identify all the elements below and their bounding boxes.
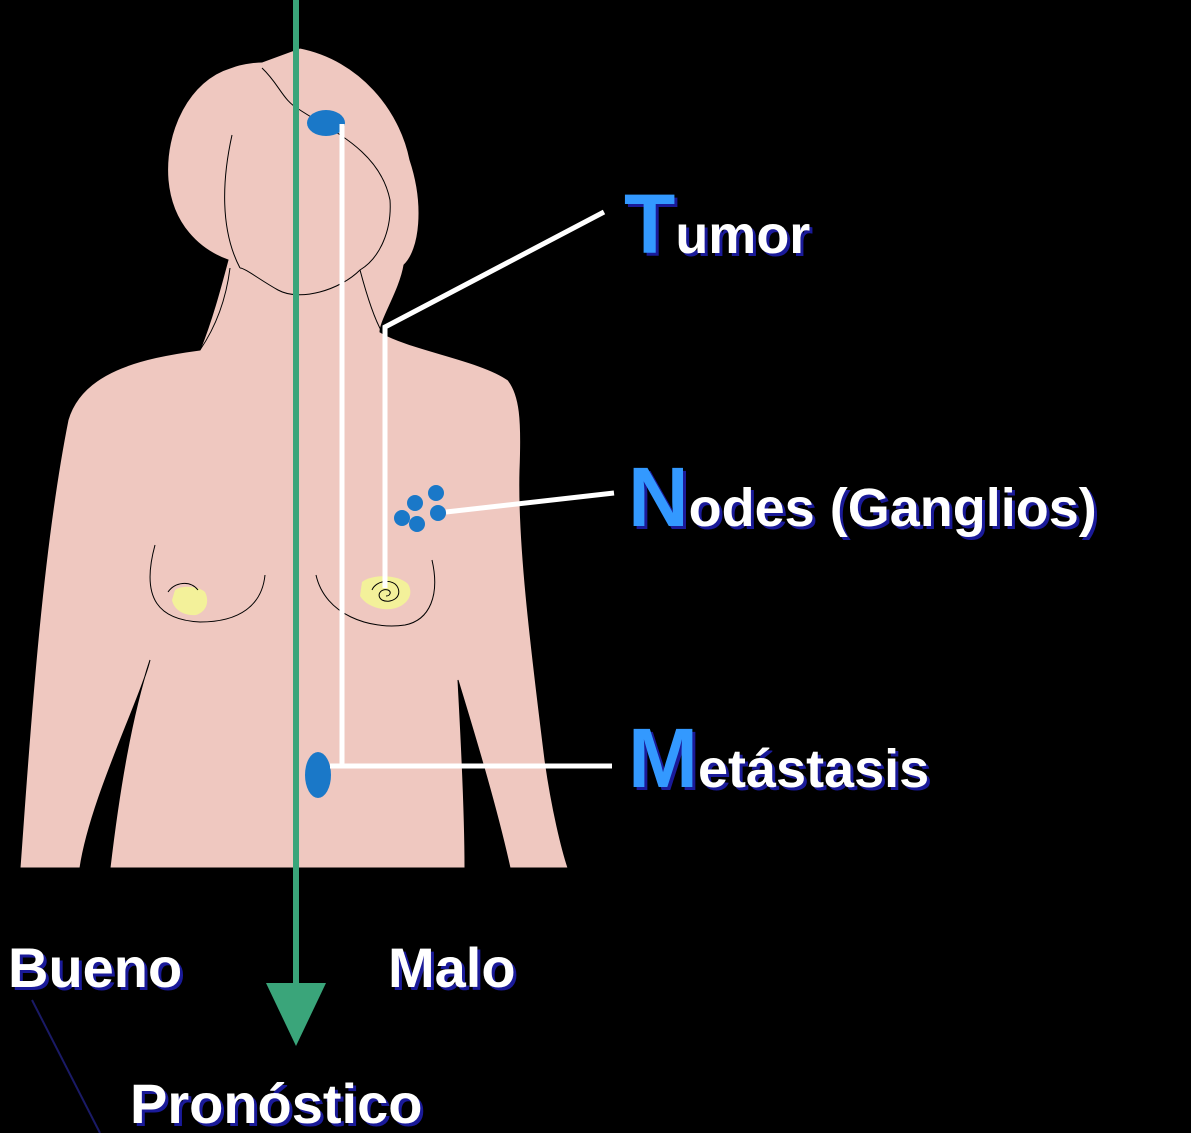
lymph-node	[428, 485, 444, 501]
lymph-node	[394, 510, 410, 526]
metastasis-initial: M	[628, 711, 698, 805]
abdominal-metastasis	[305, 752, 331, 798]
tumor-initial: T	[624, 177, 675, 271]
metastasis-label: Metástasis	[628, 716, 929, 800]
lymph-node	[409, 516, 425, 532]
tumor-rest: umor	[675, 205, 810, 265]
good-prognosis-label: Bueno	[8, 940, 182, 996]
nodes-label: Nodes (Ganglios)	[628, 455, 1097, 539]
nodes-rest: odes (Ganglios)	[689, 478, 1097, 538]
nodes-initial: N	[628, 450, 689, 544]
prognosis-label: Pronóstico	[130, 1076, 422, 1132]
prognosis-arrowhead	[266, 983, 326, 1046]
lymph-node	[407, 495, 423, 511]
faint-guide-line	[32, 1000, 100, 1133]
tumor-label: Tumor	[624, 182, 810, 266]
brain-metastasis	[307, 110, 345, 136]
metastasis-rest: etástasis	[698, 739, 929, 799]
bad-prognosis-label: Malo	[388, 940, 516, 996]
lymph-node	[430, 505, 446, 521]
